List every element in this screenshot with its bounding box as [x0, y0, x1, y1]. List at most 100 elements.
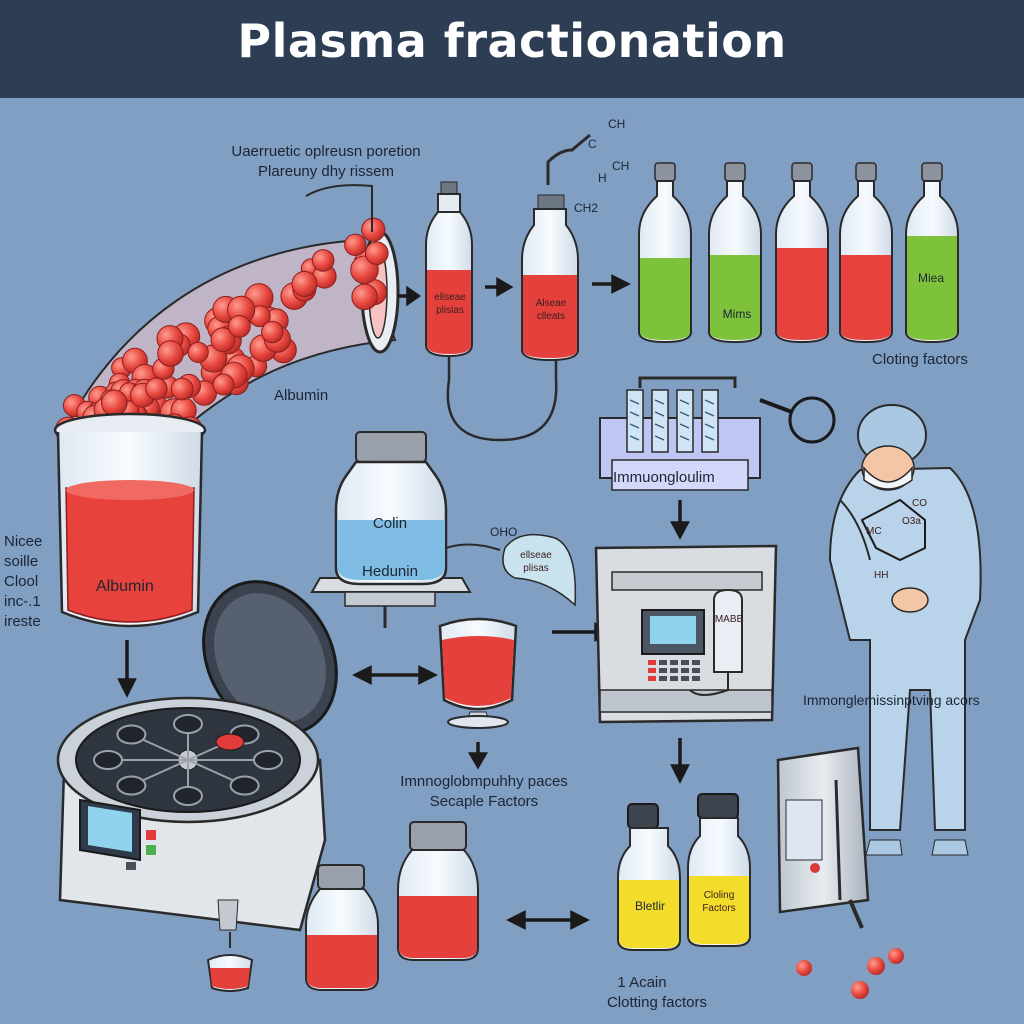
blue-flask-label-1: Colin [372, 515, 408, 532]
flask1-label-line1: ellseae [434, 292, 466, 303]
glass-column [701, 389, 719, 453]
glass-column [676, 389, 694, 453]
caption-top-line1: Uaerruetic oplreusn poretion [231, 143, 421, 160]
glass-column [651, 389, 669, 453]
label-albumin-jar: Albumin [96, 578, 154, 595]
chem-top-2: C [588, 137, 597, 151]
rotor-slot [116, 775, 147, 796]
label-albumin-tube: Albumin [274, 387, 329, 404]
red-cell [212, 373, 235, 396]
flask2-label-line1: Alseae [535, 298, 567, 309]
arrow-down-1 [117, 640, 137, 698]
chem-top-4: CH [612, 159, 630, 173]
red-cell [365, 241, 389, 265]
arrow-right-1 [398, 285, 422, 307]
flask1-label-line2: plisias [436, 305, 464, 316]
centrifuge-rotor [93, 714, 283, 806]
chromatography-unit [599, 376, 836, 491]
rotor-slot [173, 714, 203, 734]
arrow-down-2 [670, 500, 690, 540]
machine-screen-label: MABB [714, 614, 744, 625]
red-cell [291, 270, 318, 297]
albumin-jar [53, 412, 207, 628]
process-illustration [53, 133, 982, 999]
caption-bottom-line2: Clotting factors [606, 994, 708, 1011]
blue-flask-label-2: Hedunin [362, 563, 418, 580]
caption-middle-line1: Imnnoglobmpuhhy paces [400, 773, 568, 790]
red-cell [261, 320, 284, 344]
flow-arrows [117, 274, 690, 930]
chem-top-3: H [598, 171, 607, 185]
left-note-line-1: Nicee [4, 533, 43, 550]
lab-worker [828, 404, 982, 856]
fractionation-machine [594, 544, 778, 724]
yellow-bottle-label-2a: Cloling [703, 890, 735, 901]
yellow-bottle-2 [687, 793, 751, 947]
caption-middle-line2: Secaple Factors [429, 793, 539, 810]
rotor-slot [93, 750, 123, 770]
chem-worker-4: HH [874, 570, 889, 581]
red-cell [228, 314, 251, 338]
page-title: Plasma fractionation [237, 14, 787, 68]
goblet-glass [438, 617, 518, 729]
label-immun-products: Immonglemissinptving acors [803, 692, 980, 708]
red-cell [210, 327, 236, 353]
rotor-slot [173, 786, 203, 806]
fraction-bottle [839, 162, 893, 344]
chem-worker-2: O3a [902, 516, 921, 527]
caption-top-line2: Plareuny dhy rissem [258, 163, 394, 180]
yellow-bottle-label-2b: Factors [702, 903, 736, 914]
red-cell [361, 217, 386, 242]
left-note-line-2: soille [4, 553, 39, 570]
red-cell [101, 389, 128, 417]
arrow-right-2 [485, 276, 514, 298]
red-cell [157, 340, 184, 367]
left-note-line-4: inc-.1 [4, 593, 41, 610]
chem-top-1: CH [608, 117, 626, 131]
chem-worker-1: CO [912, 498, 927, 509]
large-red-bottle [397, 821, 479, 961]
rotor-slot [116, 724, 147, 745]
separation-flask-1 [425, 181, 558, 442]
glass-column [626, 389, 644, 453]
double-arrow-2 [506, 910, 590, 930]
fraction-bottle [638, 162, 692, 344]
oho-label: OHO [490, 525, 518, 539]
red-cell [187, 341, 209, 363]
bubble-label-1: ellseae [520, 550, 552, 561]
fraction-bottle [905, 162, 959, 344]
red-cell [170, 377, 194, 401]
yellow-bottle-1 [617, 803, 681, 951]
fraction-bottle [708, 162, 762, 344]
bubble-label-2: plisas [523, 563, 549, 574]
chem-worker-3: MC [866, 526, 882, 537]
keypad [648, 660, 700, 681]
left-note-line-5: ireste [4, 613, 41, 630]
separation-flask-2 [521, 133, 591, 362]
green-bottle-label-2: Miea [917, 271, 944, 285]
green-bottle-label-1: Mims [722, 307, 752, 321]
red-cell [351, 283, 379, 311]
red-cell [311, 249, 335, 272]
label-immunoglobulin-machine: Immuongloulim [613, 469, 715, 486]
arrow-down-4 [467, 742, 489, 770]
double-arrow-1 [352, 665, 438, 685]
small-red-bottle [305, 864, 379, 991]
rotor-slot [229, 775, 260, 796]
rotor-slot [253, 750, 283, 770]
centrifuge [56, 580, 338, 992]
left-note-line-3: Clool [4, 573, 39, 590]
stirrer-flask [310, 431, 577, 628]
arrow-right-3 [592, 274, 631, 294]
yellow-bottle-label-1: Bletlir [634, 899, 665, 913]
fraction-bottle [775, 162, 829, 344]
red-cell [344, 233, 367, 257]
dispenser-machine [776, 746, 904, 999]
flask2-label-line2: clleats [536, 311, 566, 322]
arrow-down-3 [670, 738, 690, 784]
chem-ch2: CH2 [574, 201, 599, 215]
red-cell [145, 377, 168, 400]
title-bar: Plasma fractionation [0, 0, 1024, 98]
glass-columns [626, 389, 719, 453]
